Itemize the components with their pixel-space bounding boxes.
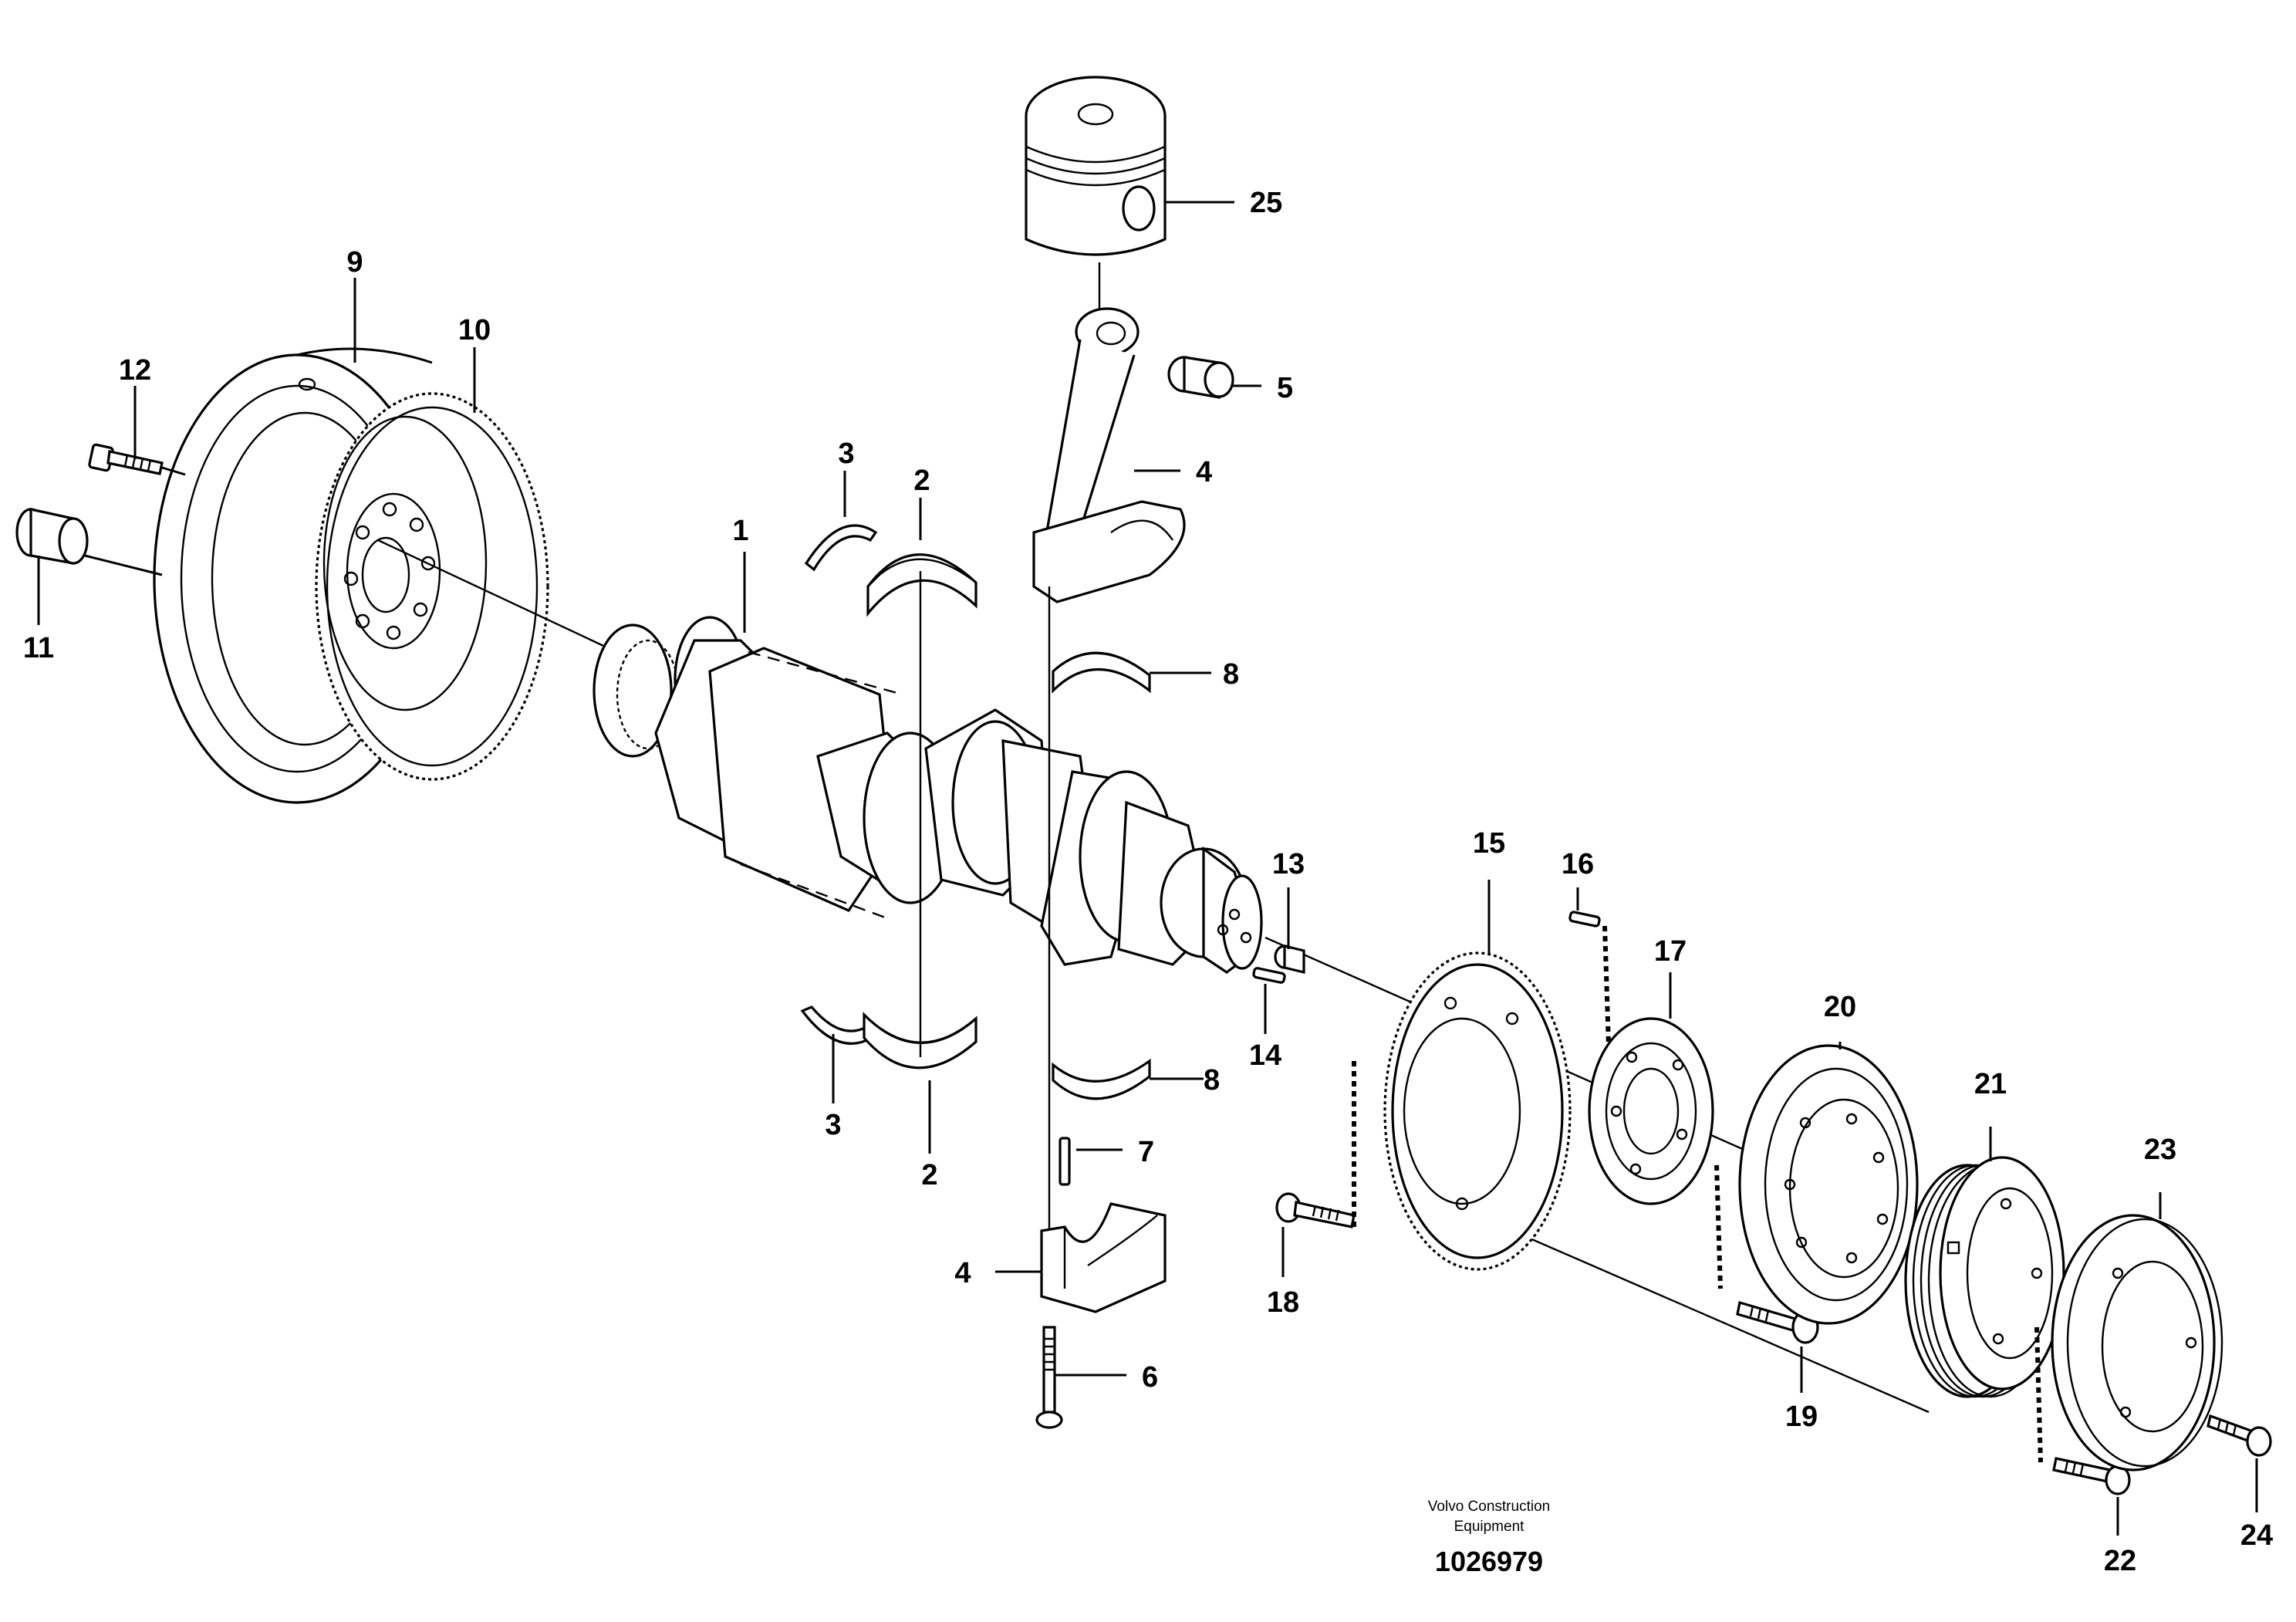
callout-11: 11 [23,632,54,664]
conrod-bearing-lower [1052,1058,1204,1100]
dowel-pin [1274,887,1305,975]
pulley-bolt [2034,1326,2131,1536]
piston-pin-bush [1167,356,1261,399]
footer-brand-line1: Volvo Construction [1428,1499,1550,1515]
crankshaft-gear [1383,880,1572,1271]
callout-17: 17 [1654,935,1687,968]
flywheel-bolt [88,443,186,476]
leader-lines [37,278,931,1154]
callout-4-cap: 4 [954,1257,971,1289]
callout-10: 10 [458,314,491,346]
callout-14: 14 [1249,1039,1281,1072]
callout-19: 19 [1785,1401,1818,1433]
assembly-axis-left [377,539,626,657]
callout-labels: 1 2 2 3 3 4 4 5 6 7 8 8 9 10 11 12 13 14… [23,187,2273,1577]
callout-22: 22 [2104,1545,2136,1577]
main-bearing-upper [866,553,977,617]
crankshaft-pulley [1904,1127,2065,1398]
callout-2-lower: 2 [921,1159,937,1191]
callout-7: 7 [1138,1136,1154,1168]
callout-3-lower: 3 [825,1109,841,1141]
conrod-bearing-upper [1052,651,1211,694]
callout-18: 18 [1267,1286,1299,1319]
crankshaft [593,616,1263,974]
callout-8-upper: 8 [1223,658,1239,691]
callout-13: 13 [1272,848,1305,880]
thrust-washer-lower [800,1005,873,1045]
gear-pin [1568,887,1611,1046]
callout-2-upper: 2 [913,465,930,497]
pulley-cover [2051,1192,2223,1472]
conrod-pin [1059,1137,1123,1186]
callout-8-lower: 8 [1204,1064,1220,1097]
callout-24: 24 [2240,1519,2273,1552]
main-bearing-lower [863,1012,977,1070]
callout-21: 21 [1974,1068,2007,1100]
pilot-bushing [15,508,163,576]
spring-pin [1252,967,1286,1034]
connecting-rod [1032,307,1186,603]
callout-15: 15 [1473,827,1505,860]
callout-16: 16 [1562,848,1594,880]
footer-brand-line2: Equipment [1454,1519,1525,1535]
callout-6: 6 [1142,1361,1158,1394]
callout-9: 9 [346,246,363,279]
thrust-washer-upper [804,524,878,572]
flywheel-bolt-holes [343,502,436,640]
piston [1025,76,1234,256]
gear-bolt [1275,1061,1356,1277]
callout-1: 1 [732,515,748,547]
callout-3-upper: 3 [838,438,854,470]
cover-bolt [2207,1414,2272,1512]
conrod-bolt [1035,1326,1126,1429]
vibration-damper [1738,1042,1919,1325]
flywheel-ring-gear [315,392,549,781]
callout-5: 5 [1277,372,1293,404]
callout-20: 20 [1824,991,1856,1023]
hub-bolt [1714,1164,1819,1393]
conrod-cap [995,1202,1167,1313]
callout-4-conrod: 4 [1196,456,1212,488]
crankshaft-hub [1588,972,1714,1205]
callout-25: 25 [1250,187,1282,219]
drawing-footer: Volvo Construction Equipment 1026979 [1428,1499,1550,1577]
callout-12: 12 [119,354,151,387]
callout-23: 23 [2144,1134,2176,1166]
drawing-number: 1026979 [1435,1546,1543,1577]
